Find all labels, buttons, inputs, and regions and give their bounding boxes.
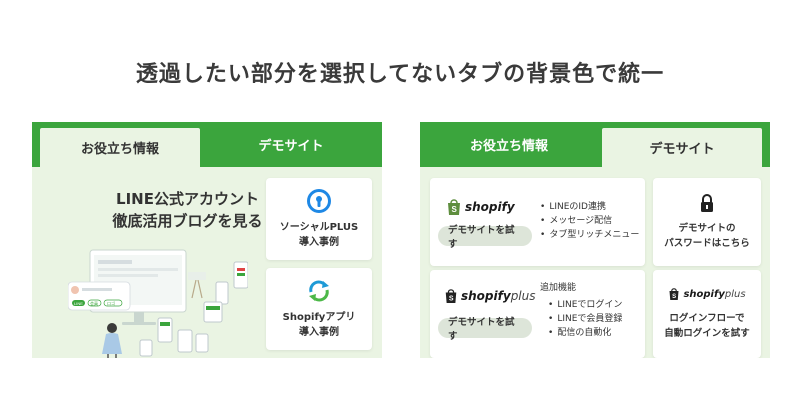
blog-link[interactable]: LINE公式アカウント 徹底活用ブログを見る xyxy=(100,188,275,232)
lock-icon xyxy=(701,194,713,212)
shopify-demo-card: S shopify デモサイトを試す LINEのID連携 メッセージ配信 タブ型… xyxy=(430,178,645,266)
keyhole-icon xyxy=(307,189,331,213)
card-label-line2: 導入事例 xyxy=(299,327,339,338)
plus-wordmark: plus xyxy=(510,289,536,303)
shopify-wordmark: shopify xyxy=(461,289,511,303)
login-flow-card[interactable]: S shopify plus ログインフローで 自動ログインを試す xyxy=(653,270,761,358)
feature-item: メッセージ配信 xyxy=(540,214,639,228)
page-heading: 透過したい部分を選択してないタブの背景色で統一 xyxy=(135,62,665,87)
social-plus-case-card[interactable]: ソーシャルPLUS 導入事例 xyxy=(266,178,372,260)
illus-tag-1: LINE xyxy=(74,301,83,306)
tab-demo-site[interactable]: デモサイト xyxy=(602,128,762,167)
svg-text:S: S xyxy=(673,294,677,300)
feature-heading: 追加機能 xyxy=(540,283,577,293)
blog-illustration: LINE 会員 ロゴ xyxy=(68,249,248,358)
illus-tag-2: 会員 xyxy=(90,300,98,306)
card-label-line2: パスワードはこちら xyxy=(664,238,750,249)
shopify-plus-logo: S shopify plus xyxy=(668,287,746,301)
card-label-line2: 導入事例 xyxy=(299,237,339,248)
shopify-bag-icon: S xyxy=(669,288,679,300)
svg-text:S: S xyxy=(452,205,458,214)
tab-demo-site[interactable]: デモサイト xyxy=(258,139,324,154)
shopify-plus-demo-card: S shopify plus デモサイトを試す 追加機能 LINEでログイン L… xyxy=(430,270,645,358)
right-tab-panel: お役立ち情報 デモサイト S shopify デモサイトを試す LINEのID連… xyxy=(420,122,770,358)
card-label-line1: ログインフローで xyxy=(669,313,745,324)
shopify-bag-icon: S xyxy=(445,289,457,303)
promo-line-1: LINE公式アカウント xyxy=(116,190,259,208)
feature-item: 配信の自動化 xyxy=(548,326,622,340)
left-tab-panel: お役立ち情報 デモサイト LINE公式アカウント 徹底活用ブログを見る xyxy=(32,122,382,358)
tab-useful-info[interactable]: お役立ち情報 xyxy=(469,139,548,154)
plus-wordmark: plus xyxy=(724,288,746,300)
shopify-wordmark: shopify xyxy=(465,200,515,214)
feature-item: LINEのID連携 xyxy=(540,200,639,214)
shopify-wordmark: shopify xyxy=(683,288,725,300)
shopify-logo: S shopify xyxy=(446,198,515,216)
feature-list: LINEでログイン LINEで会員登録 配信の自動化 xyxy=(548,298,622,340)
feature-item: LINEで会員登録 xyxy=(548,312,622,326)
sync-arrows-icon xyxy=(309,280,329,302)
card-label-line1: Shopifyアプリ xyxy=(282,312,356,323)
feature-list: LINEのID連携 メッセージ配信 タブ型リッチメニュー xyxy=(540,200,639,242)
feature-item: タブ型リッチメニュー xyxy=(540,228,639,242)
feature-item: LINEでログイン xyxy=(548,298,622,312)
try-demo-button[interactable]: デモサイトを試す xyxy=(438,317,532,342)
card-label-line1: ソーシャルPLUS xyxy=(279,222,359,233)
shopify-app-case-card[interactable]: Shopifyアプリ 導入事例 xyxy=(266,268,372,350)
shopify-plus-logo: S shopify plus xyxy=(444,288,536,304)
tab-useful-info[interactable]: お役立ち情報 xyxy=(40,128,200,167)
promo-line-2: 徹底活用ブログを見る xyxy=(112,212,263,230)
card-label-line1: デモサイトの xyxy=(678,223,736,234)
shopify-bag-icon: S xyxy=(448,199,460,215)
try-demo-button[interactable]: デモサイトを試す xyxy=(438,225,532,250)
illus-tag-3: ロゴ xyxy=(107,300,115,306)
svg-text:S: S xyxy=(449,295,454,302)
demo-password-card[interactable]: デモサイトの パスワードはこちら xyxy=(653,178,761,266)
tab-bar: お役立ち情報 デモサイト xyxy=(32,122,382,167)
tab-bar: お役立ち情報 デモサイト xyxy=(420,122,770,167)
card-label-line2: 自動ログインを試す xyxy=(664,328,750,339)
